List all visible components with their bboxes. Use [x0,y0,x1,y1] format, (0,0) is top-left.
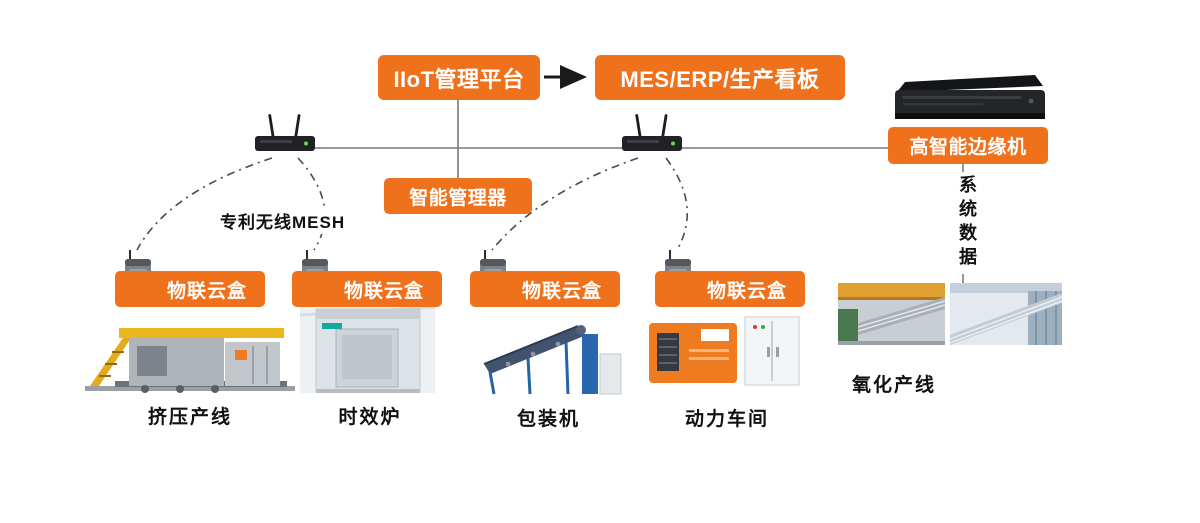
mesh-router-icon [250,112,320,156]
mes-erp-node: MES/ERP/生产看板 [595,55,845,100]
iot-box-node: 物联云盒 [292,271,442,307]
iot-box-label: 物联云盒 [166,280,247,302]
aging-furnace-image [300,303,435,398]
iot-box-node: 物联云盒 [655,271,805,307]
oxidation-line-image-2 [950,283,1062,345]
power-workshop-label: 动力车间 [684,409,769,430]
iiot-platform-node: IIoT管理平台 [378,55,540,100]
iot-box-label: 物联云盒 [343,280,424,302]
mesh-network-label: 专利无线MESH [216,207,350,234]
iot-box-node: 物联云盒 [115,271,265,307]
iot-box-label: 物联云盒 [521,280,602,302]
oxidation-line-image-1 [838,283,945,345]
oxidation-line-label: 氧化产线 [851,375,936,396]
extrusion-line-image [85,306,295,401]
edge-machine-image [885,70,1050,130]
mes-erp-label: MES/ERP/生产看板 [620,66,820,92]
packing-machine-label: 包装机 [516,409,580,430]
iiot-platform-label: IIoT管理平台 [393,66,525,92]
power-workshop-image [645,313,805,391]
iot-box-node: 物联云盒 [470,271,620,307]
mesh-router-icon [617,112,687,156]
edge-machine-label: 高智能边缘机 [909,137,1027,158]
extrusion-line-label: 挤压产线 [147,407,232,428]
aging-furnace-label: 时效炉 [338,407,402,428]
system-data-label: 系统数据 [952,172,982,274]
smart-manager-node: 智能管理器 [384,178,532,214]
iot-box-label: 物联云盒 [706,280,787,302]
edge-machine-node: 高智能边缘机 [888,127,1048,164]
packing-machine-image [478,306,623,398]
smart-manager-label: 智能管理器 [409,187,507,209]
